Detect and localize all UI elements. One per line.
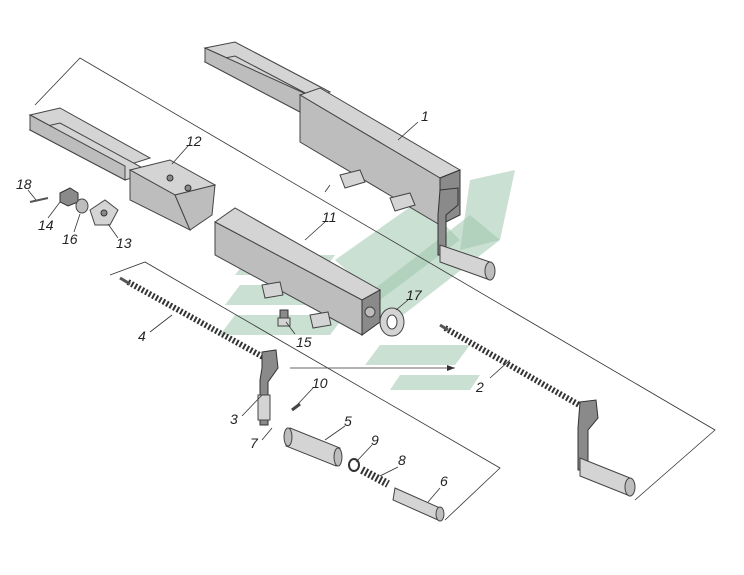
part-11-housing [214, 207, 382, 336]
callout-6: 6 [440, 473, 448, 489]
assembly-frame-lines [34, 57, 716, 521]
callout-4: 4 [138, 328, 146, 344]
alignment-arrow [290, 365, 455, 371]
callout-16: 16 [62, 231, 78, 247]
callout-13: 13 [116, 235, 132, 251]
part-8-spring [360, 466, 390, 488]
callout-14: 14 [38, 217, 54, 233]
part-17-washer [379, 307, 405, 337]
part-4-lead-screw [119, 276, 279, 426]
part-12-lower-rails [28, 107, 217, 232]
callout-3: 3 [230, 411, 238, 427]
callout-12: 12 [186, 133, 202, 149]
part-9-ring [348, 458, 360, 472]
callout-9: 9 [371, 432, 379, 448]
callout-5: 5 [344, 413, 352, 429]
callout-10: 10 [312, 375, 328, 391]
part-6-pin [392, 487, 445, 522]
callout-18: 18 [16, 176, 32, 192]
callout-1: 1 [421, 108, 429, 124]
part-10-pin [291, 402, 301, 412]
part-1-upper-slide [203, 41, 496, 281]
callout-11: 11 [322, 209, 337, 225]
callout-labels: 1 2 3 4 5 6 7 8 9 10 11 12 13 14 15 16 1… [16, 108, 484, 489]
callout-2: 2 [475, 379, 484, 395]
small-parts-cluster [29, 187, 119, 226]
leader-lines [27, 121, 511, 503]
part-15-bolt [277, 309, 291, 327]
callout-8: 8 [398, 452, 406, 468]
callout-7: 7 [250, 435, 259, 451]
part-5-sleeve [283, 427, 343, 467]
callout-17: 17 [406, 287, 423, 303]
part-2-lead-screw [439, 323, 636, 497]
callout-15: 15 [296, 334, 312, 350]
